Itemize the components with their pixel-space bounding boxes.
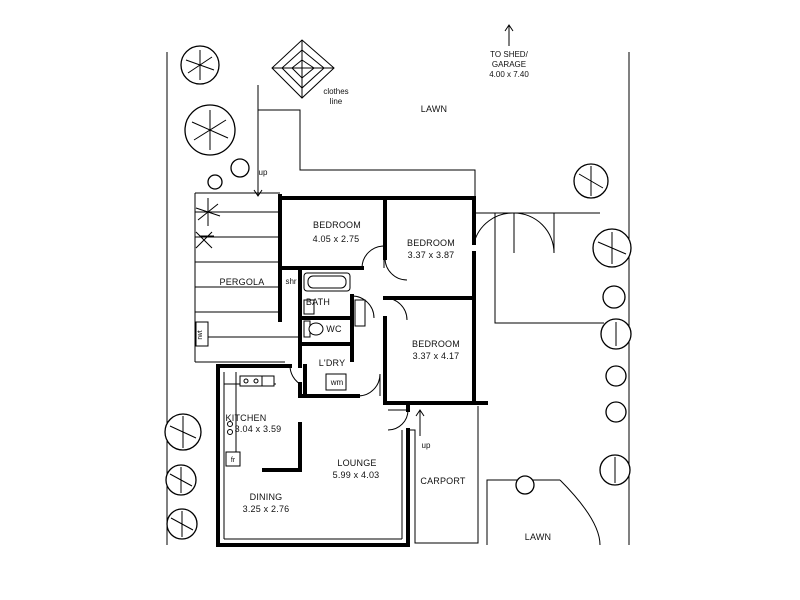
pergola: [194, 192, 300, 363]
tree-icon: [599, 454, 631, 486]
arrow-up-icon: [504, 24, 514, 46]
rwt-label: rwt: [197, 330, 204, 339]
bedroom2-dims: 3.37 x 3.87: [408, 250, 455, 260]
tree-icon: [605, 401, 627, 423]
shed-label-1: TO SHED/: [490, 50, 528, 59]
tree-icon: [207, 174, 223, 190]
lawn-top-label: LAWN: [421, 104, 447, 114]
kitchen-dims: 3.04 x 3.59: [235, 424, 282, 434]
shower-label: shr: [285, 277, 296, 286]
dining-dims: 3.25 x 2.76: [243, 504, 290, 514]
up-label-carport: up: [422, 441, 431, 450]
wc-label: WC: [326, 324, 342, 334]
kitchen-name: KITCHEN: [226, 413, 267, 423]
bedroom1-dims: 4.05 x 2.75: [313, 234, 360, 244]
walls: [216, 194, 488, 547]
tree-icon: [573, 163, 609, 199]
tree-icon: [165, 464, 197, 496]
site-boundaries: [166, 52, 630, 546]
clothes-line-label-2: line: [330, 97, 343, 106]
shed-label-3: 4.00 x 7.40: [489, 70, 529, 79]
dining-name: DINING: [250, 492, 283, 502]
washing-machine-icon: [325, 373, 347, 391]
kitchen-bench: [224, 372, 276, 467]
lounge-dims: 5.99 x 4.03: [333, 470, 380, 480]
arrow-up-icon: [415, 409, 425, 436]
trees: [164, 45, 632, 540]
up-label-pergola: up: [259, 168, 268, 177]
pergola-label: PERGOLA: [220, 277, 265, 287]
laundry-trough-icon: [354, 299, 366, 327]
palm-tree-icon: [195, 198, 221, 249]
tree-icon: [600, 318, 632, 350]
vanity-icon: [303, 299, 315, 315]
clothes-line-icon: [271, 39, 335, 99]
doors: [289, 212, 555, 431]
fridge-label: fr: [231, 457, 236, 464]
tree-icon: [184, 104, 236, 156]
carport-label: CARPORT: [420, 476, 466, 486]
tree-icon: [515, 475, 535, 495]
washing-machine-label: wm: [330, 378, 344, 387]
fixtures: [224, 272, 366, 467]
labels: BEDROOM 4.05 x 2.75 BEDROOM 3.37 x 3.87 …: [197, 50, 551, 542]
arrow-up-icon: [253, 180, 263, 197]
bedroom2-name: BEDROOM: [407, 238, 455, 248]
lawn-bottom-label: LAWN: [525, 532, 551, 542]
tree-icon: [592, 228, 632, 268]
rainwater-tank: [195, 321, 209, 347]
bathtub-icon: [303, 272, 351, 292]
tree-icon: [230, 158, 250, 178]
tree-icon: [605, 365, 627, 387]
tree-icon: [602, 285, 626, 309]
clothes-line-label-1: clothes: [323, 87, 348, 96]
laundry-label: L'DRY: [319, 358, 346, 368]
tree-icon: [166, 508, 198, 540]
bedroom3-dims: 3.37 x 4.17: [413, 351, 460, 361]
lounge-name: LOUNGE: [337, 458, 376, 468]
bedroom3-name: BEDROOM: [412, 339, 460, 349]
toilet-icon: [303, 320, 324, 338]
tree-icon: [180, 45, 220, 85]
inner-lines: [223, 372, 479, 544]
bath-label: BATH: [306, 297, 330, 307]
bedroom1-name: BEDROOM: [313, 220, 361, 230]
tree-icon: [164, 413, 202, 451]
shed-label-2: GARAGE: [492, 60, 526, 69]
